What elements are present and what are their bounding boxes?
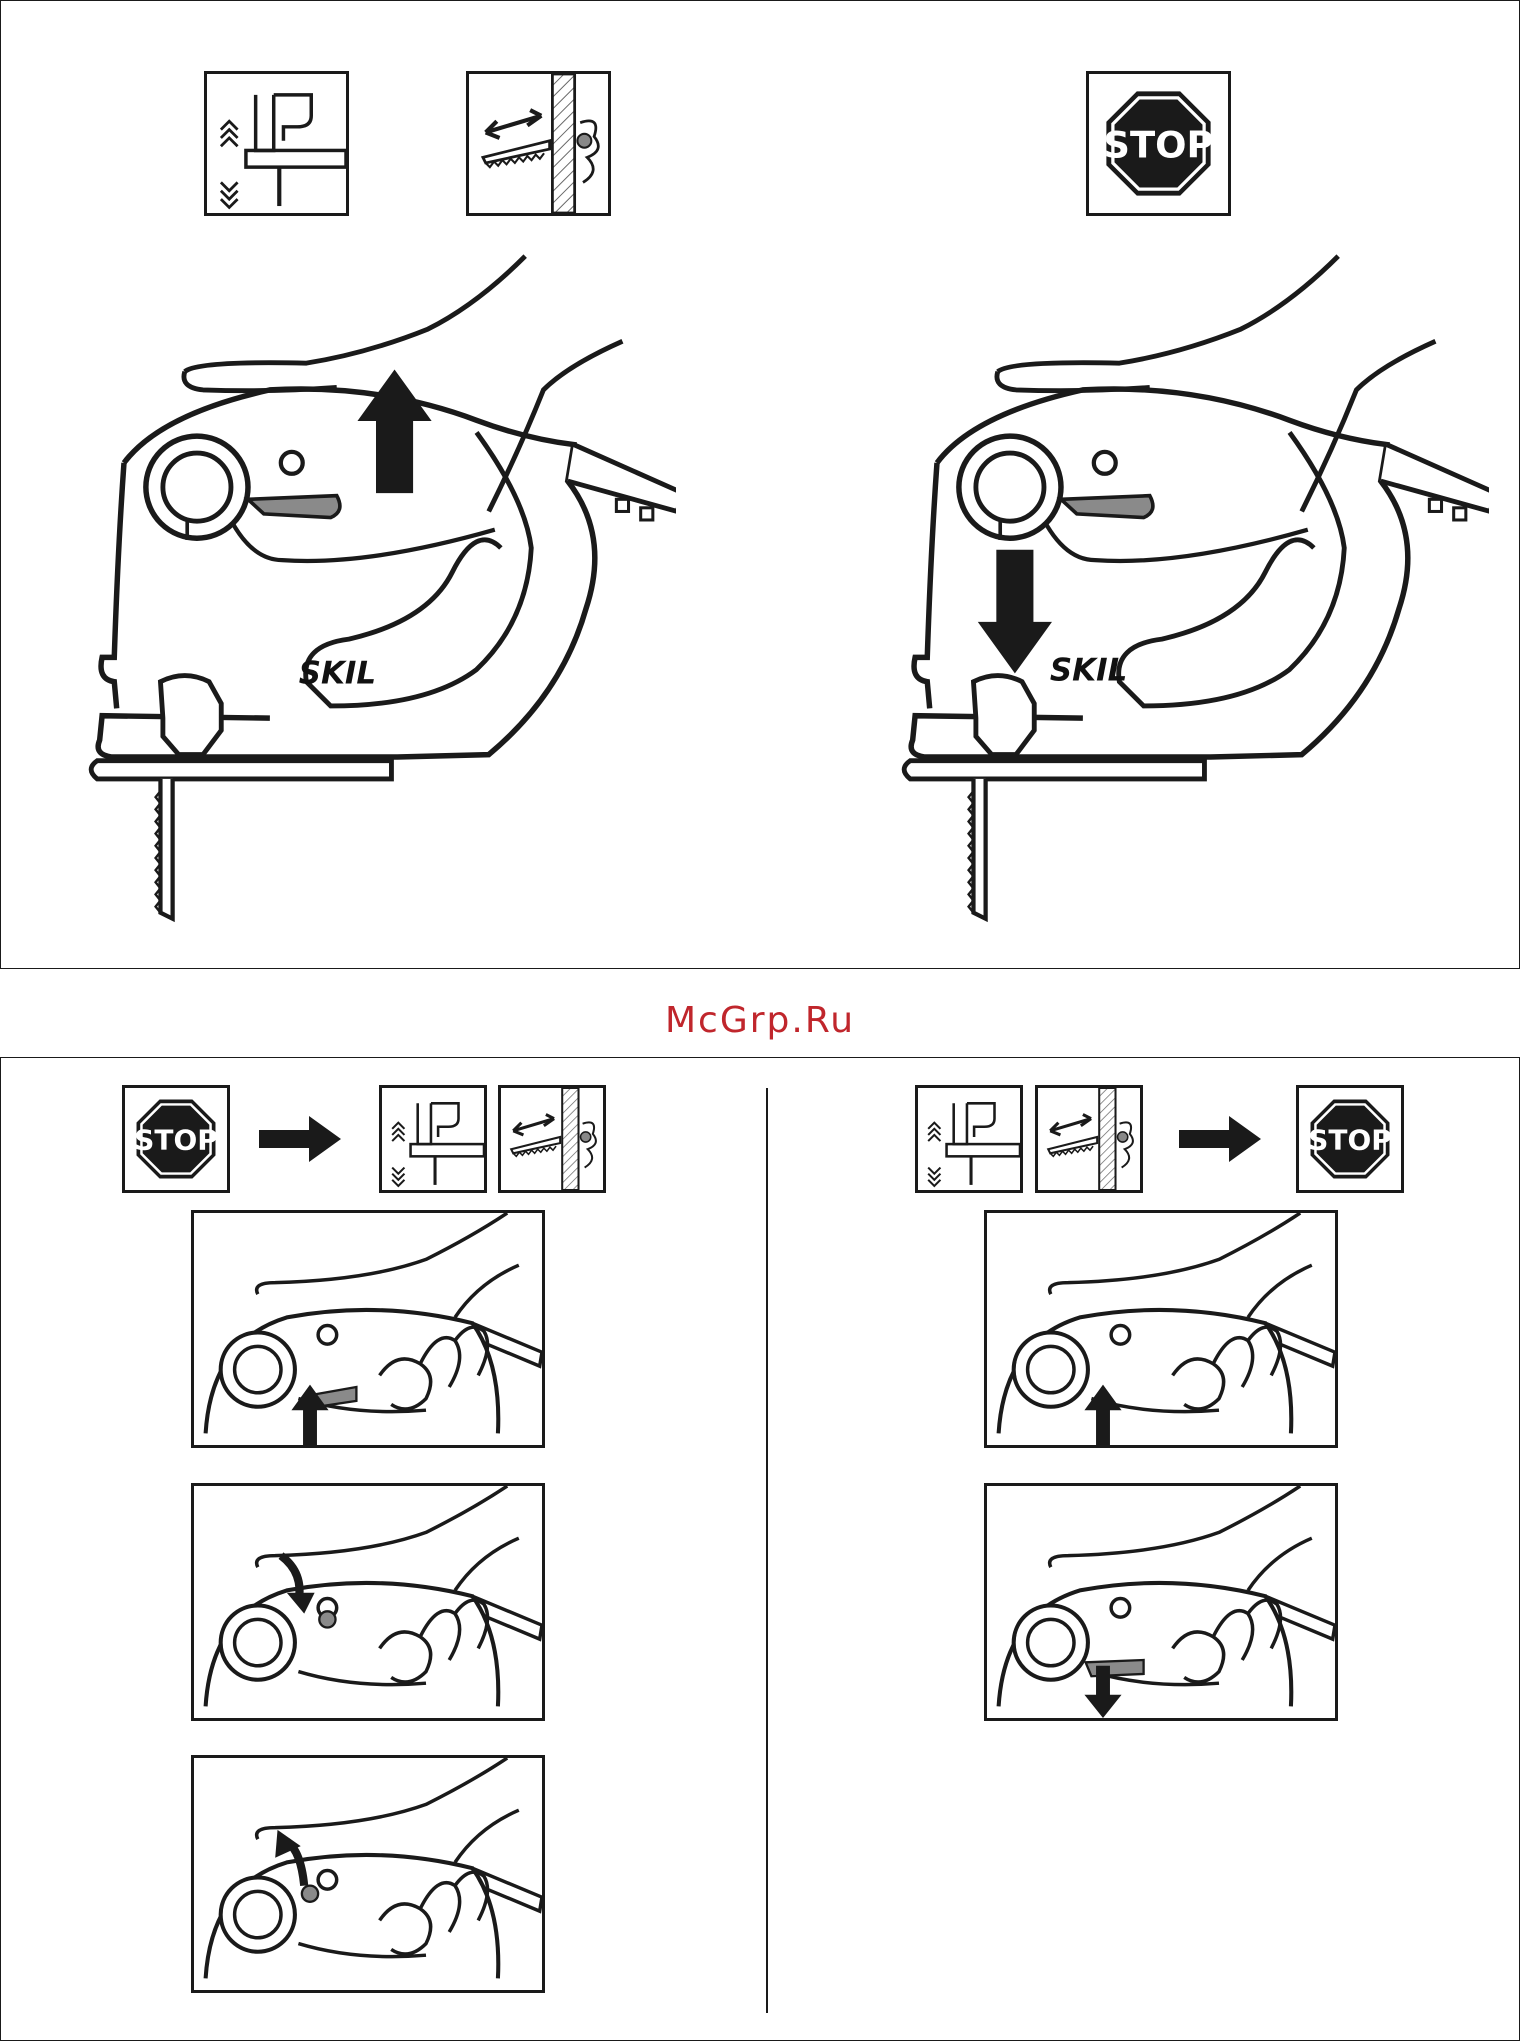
step-frame-left-3 — [191, 1755, 545, 1993]
blade-against-surface-icon — [498, 1085, 606, 1193]
stop-sign-label: STOP — [1308, 1124, 1391, 1157]
jigsaw-illustration-right: SKIL — [889, 251, 1489, 931]
watermark-text: McGrp.Ru — [0, 1000, 1520, 1041]
brand-logo: SKIL — [1050, 653, 1127, 689]
arrow-right-icon — [1179, 1116, 1261, 1162]
step-frame-right-1 — [984, 1210, 1338, 1448]
blade-stroke-adjust-icon — [204, 71, 349, 216]
blade-stroke-adjust-icon — [915, 1085, 1023, 1193]
stop-sign-box: STOP — [1296, 1085, 1404, 1193]
stop-sign-box: STOP — [122, 1085, 230, 1193]
octagon-stop-sign-icon: STOP — [1299, 1088, 1401, 1190]
step-frame-right-2 — [984, 1483, 1338, 1721]
step-frame-left-2 — [191, 1483, 545, 1721]
blade-stroke-adjust-icon — [379, 1085, 487, 1193]
stop-sign-label: STOP — [134, 1124, 217, 1157]
octagon-stop-sign-icon: STOP — [125, 1088, 227, 1190]
top-illustration-panel: STOP SKIL SKIL — [0, 0, 1520, 969]
blade-against-surface-icon — [1035, 1085, 1143, 1193]
arrow-right-icon — [259, 1116, 341, 1162]
jigsaw-illustration-left: SKIL — [76, 251, 676, 931]
stop-sign-box: STOP — [1086, 71, 1231, 216]
arrow-up-icon — [357, 369, 431, 493]
brand-logo: SKIL — [299, 656, 376, 692]
stop-sign-label: STOP — [1103, 124, 1213, 167]
bottom-steps-panel: STOP STOP — [0, 1057, 1520, 2041]
curved-arrow-down-icon — [287, 1593, 315, 1614]
arrow-down-icon — [978, 550, 1052, 674]
step-frame-left-1 — [191, 1210, 545, 1448]
blade-against-surface-icon — [466, 71, 611, 216]
octagon-stop-sign-icon: STOP — [1089, 74, 1228, 213]
arrow-up-icon — [1084, 1385, 1121, 1445]
column-divider — [766, 1088, 768, 2013]
